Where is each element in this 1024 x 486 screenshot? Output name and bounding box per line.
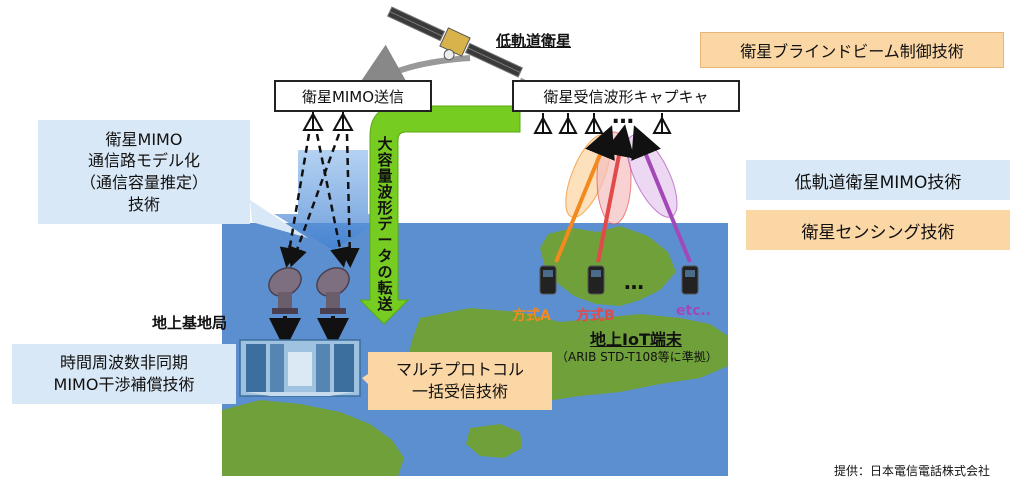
leo-satellite-label: 低軌道衛星 — [496, 32, 572, 50]
antenna-icon — [302, 110, 354, 131]
dish-antenna-icon — [316, 267, 350, 314]
transfer-char: タ — [377, 247, 393, 265]
land-mass-north — [540, 226, 676, 306]
transfer-char: 量 — [377, 167, 393, 185]
transfer-char: 容 — [377, 151, 393, 169]
transfer-char: の — [377, 263, 393, 281]
land-mass-west — [222, 400, 404, 476]
transfer-char: 大 — [377, 135, 393, 153]
multiprotocol-line-2: 一括受信技術 — [411, 382, 508, 401]
land-mass-island — [466, 424, 522, 458]
method-etc-label: etc.. — [676, 303, 712, 319]
transfer-char: ー — [377, 231, 393, 249]
multiprotocol-box: マルチプロトコル 一括受信技術 — [368, 352, 552, 410]
transfer-char: 転 — [377, 279, 393, 297]
dish-antenna-icon — [268, 267, 302, 314]
transfer-char: 波 — [377, 183, 393, 201]
channel-model-box: 衛星MIMO 通信路モデル化 （通信容量推定） 技術 — [38, 120, 250, 224]
method-b-label: 方式B — [576, 308, 615, 324]
channel-model-line-1: 衛星MIMO — [105, 129, 183, 149]
transfer-label: 大 容 量 波 形 デ ー タ の 転 送 — [373, 136, 397, 312]
async-mimo-box: 時間周波数非同期 MIMO干渉補償技術 — [12, 344, 236, 404]
blind-beam-box: 衛星ブラインドビーム制御技術 — [700, 32, 1004, 68]
sensing-tech-box: 衛星センシング技術 — [746, 210, 1010, 250]
transfer-char: 形 — [377, 199, 393, 217]
transfer-char: デ — [377, 215, 393, 233]
server-room-icon — [239, 339, 361, 397]
channel-model-line-3: （通信容量推定） — [79, 173, 208, 192]
satellite-icon — [386, 6, 524, 78]
callout-pointer — [250, 200, 308, 238]
satellite-rx-capture-box: 衛星受信波形キャプキャ — [512, 80, 740, 112]
callout-pointer — [362, 374, 368, 384]
ellipsis-antennas: … — [612, 104, 634, 129]
ground-station-label: 地上基地局 — [152, 314, 228, 332]
channel-model-line-2: 通信路モデル化 — [87, 151, 200, 171]
transfer-char: 送 — [377, 295, 393, 313]
iot-device-icon — [587, 265, 605, 295]
iot-device-icon — [681, 265, 699, 295]
async-mimo-line-2: MIMO干渉補償技術 — [53, 375, 195, 394]
channel-model-line-4: 技術 — [127, 194, 160, 214]
orbit-arrow — [351, 44, 471, 95]
iot-standard-label: （ARIB STD-T108等に準拠） — [556, 350, 718, 364]
iot-device-icon — [539, 265, 557, 295]
async-mimo-line-1: 時間周波数非同期 — [59, 353, 188, 373]
leo-mimo-tech-box: 低軌道衛星MIMO技術 — [746, 160, 1010, 200]
antenna-icon — [533, 113, 672, 134]
multiprotocol-line-1: マルチプロトコル — [395, 360, 524, 380]
blue-down-arrow — [274, 150, 392, 250]
method-a-label: 方式A — [512, 308, 551, 324]
iot-terminal-label: 地上IoT端末 — [590, 330, 682, 349]
ellipsis-devices: … — [624, 270, 644, 294]
satellite-mimo-tx-box: 衛星MIMO送信 — [274, 80, 432, 112]
credit-label: 提供：日本電信電話株式会社 — [834, 464, 991, 478]
